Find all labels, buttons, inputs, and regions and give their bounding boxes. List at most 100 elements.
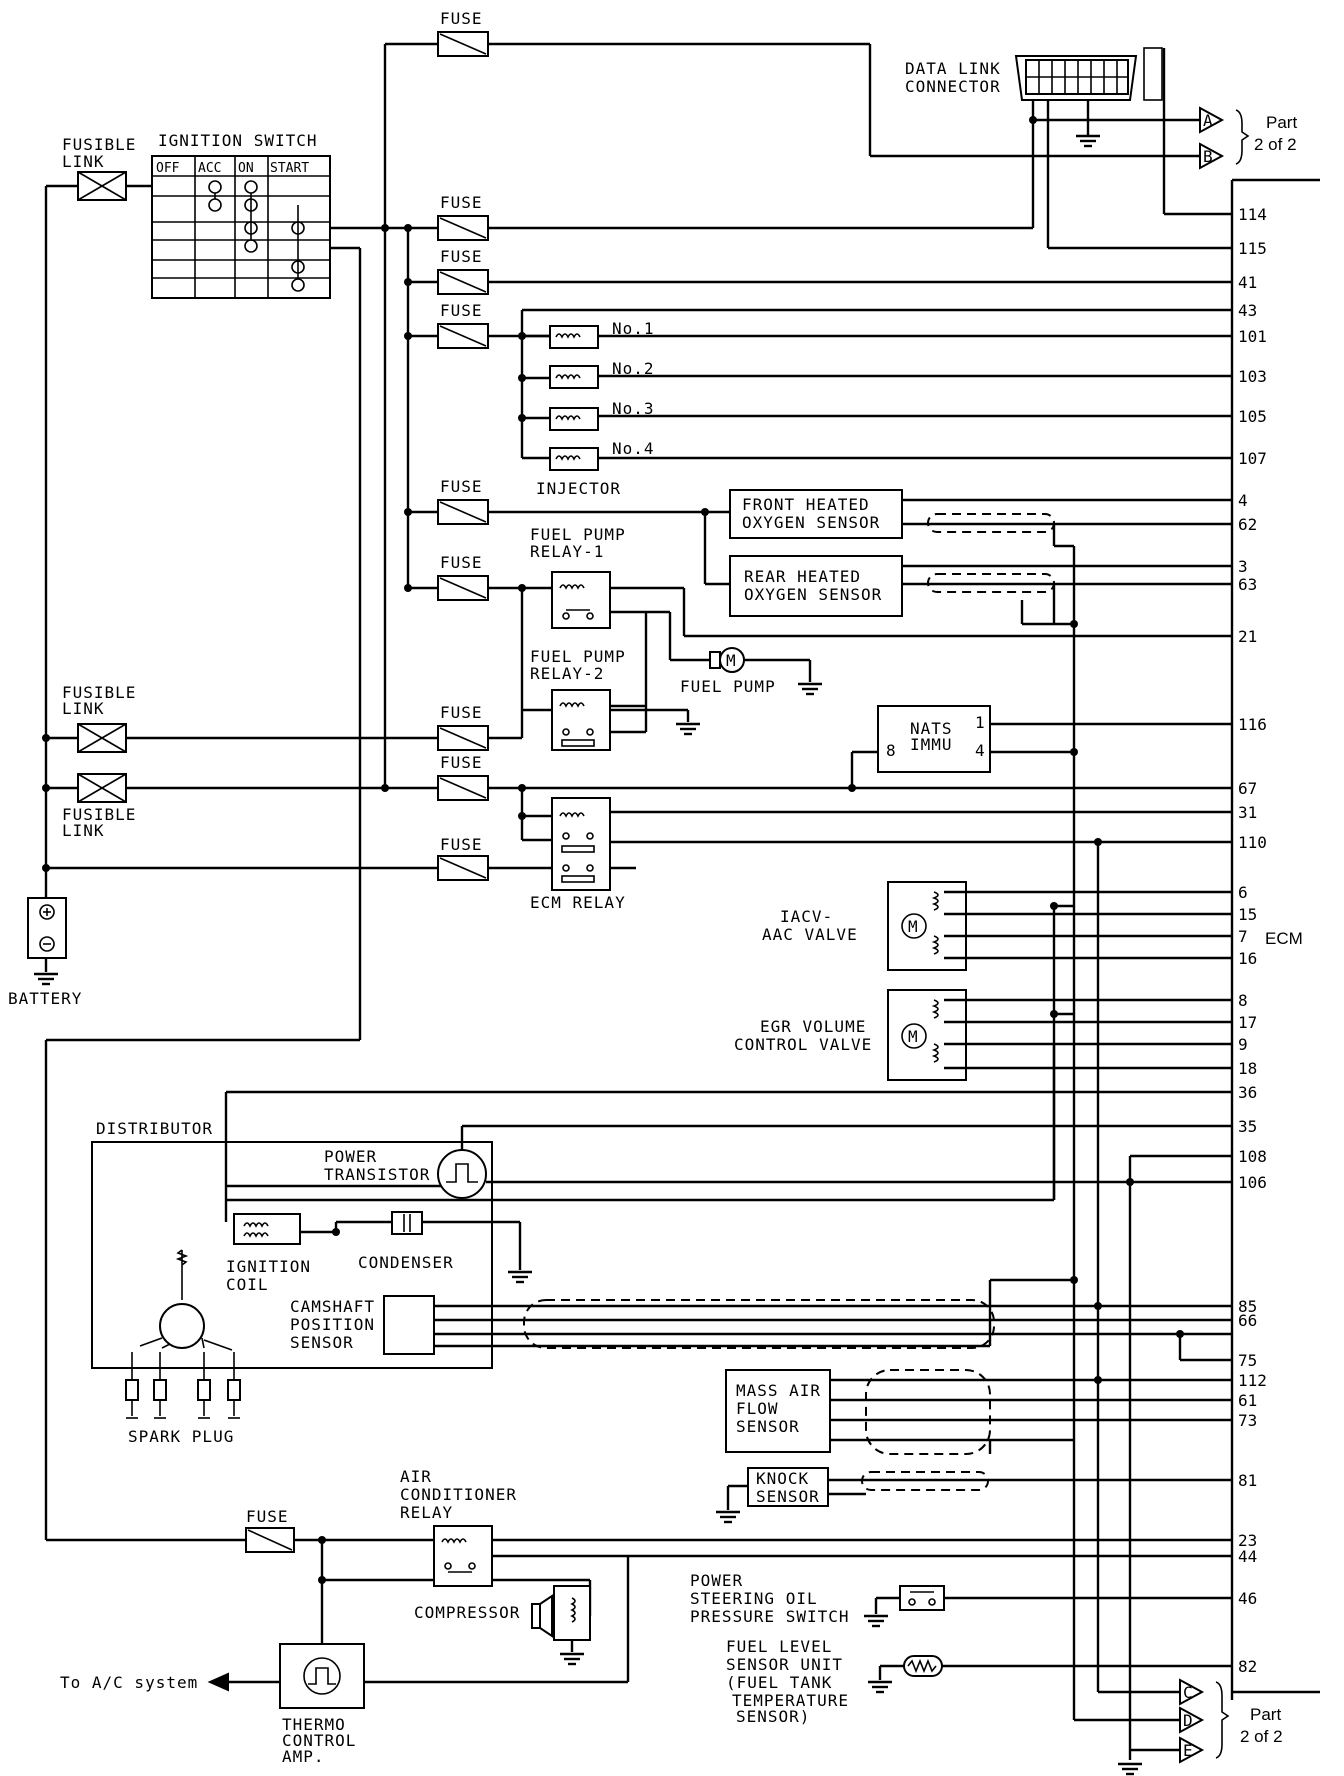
svg-text:POSITION: POSITION [290, 1315, 375, 1334]
connector-ref-c: C [1179, 1678, 1205, 1706]
svg-text:NATS: NATS [910, 719, 953, 738]
ecm-pin-108: 108 [1238, 1147, 1267, 1166]
ignition-coil [233, 1213, 301, 1245]
svg-text:A: A [1203, 111, 1213, 130]
condenser-label: CONDENSER [358, 1253, 454, 1272]
ecm-label: ECM [1265, 929, 1303, 948]
ground-icon [798, 682, 822, 696]
svg-text:TRANSISTOR: TRANSISTOR [324, 1165, 430, 1184]
ecm-pin-82: 82 [1238, 1657, 1257, 1676]
svg-text:AMP.: AMP. [282, 1747, 325, 1766]
ground-icon [676, 722, 700, 736]
fuel-level-label: FUEL LEVEL [726, 1637, 832, 1656]
svg-text:FUSE: FUSE [440, 753, 483, 772]
ecm-pin-23: 23 [1238, 1531, 1257, 1550]
svg-text:SENSOR UNIT: SENSOR UNIT [726, 1655, 843, 1674]
arrow-left-icon [207, 1672, 229, 1692]
power-transistor [437, 1149, 487, 1199]
svg-text:No.2: No.2 [612, 359, 655, 378]
svg-text:LINK: LINK [62, 821, 105, 840]
svg-text:FUSE: FUSE [440, 301, 483, 320]
svg-text:COIL: COIL [226, 1275, 269, 1294]
ignition-switch-table: OFF ACC ON START [151, 155, 331, 299]
svg-text:D: D [1183, 1711, 1193, 1730]
front-heated-oxygen-sensor: FRONT HEATED OXYGEN SENSOR [729, 489, 903, 539]
svg-text:RELAY-2: RELAY-2 [530, 664, 604, 683]
svg-text:B: B [1203, 147, 1213, 166]
ground-icon [716, 1510, 740, 1524]
svg-text:M: M [908, 917, 918, 936]
svg-text:FUSE: FUSE [440, 247, 483, 266]
battery [27, 897, 67, 959]
ecm-pin-7: 7 [1238, 927, 1248, 946]
svg-text:KNOCK: KNOCK [756, 1469, 809, 1488]
fuse-injectors: FUSE [437, 301, 489, 349]
svg-text:FUSE: FUSE [440, 477, 483, 496]
ignition-coil-label: IGNITION [226, 1257, 311, 1276]
fuse-pin41: FUSE [437, 247, 489, 295]
injector-label: INJECTOR [536, 479, 621, 498]
camshaft-position-sensor [383, 1295, 435, 1355]
ecm-pin-103: 103 [1238, 367, 1267, 386]
svg-text:OFF: OFF [156, 161, 180, 176]
ecm-pin-106: 106 [1238, 1173, 1267, 1192]
svg-text:ACC: ACC [198, 161, 221, 176]
svg-text:MASS AIR: MASS AIR [736, 1381, 821, 1400]
ecm-pin-85: 85 [1238, 1297, 1257, 1316]
ps-switch-label: POWER [690, 1571, 743, 1590]
ecm-pin-4: 4 [1238, 491, 1248, 510]
svg-text:E: E [1183, 1741, 1193, 1760]
svg-text:REAR HEATED: REAR HEATED [744, 567, 861, 586]
svg-text:OXYGEN SENSOR: OXYGEN SENSOR [742, 513, 880, 532]
thermo-label: THERMO [282, 1715, 346, 1734]
ecm-pin-116: 116 [1238, 715, 1267, 734]
svg-text:M: M [908, 1027, 918, 1046]
condenser [391, 1211, 423, 1235]
ground-icon [508, 1270, 532, 1284]
ground-icon [560, 1652, 584, 1666]
fuel-pump-relay-2 [551, 689, 611, 751]
connector-ref-d: D [1179, 1706, 1205, 1734]
camshaft-label: CAMSHAFT [290, 1297, 375, 1316]
fusible-link-low [77, 773, 127, 803]
svg-text:CONDITIONER: CONDITIONER [400, 1485, 517, 1504]
ecm-pin-43: 43 [1238, 301, 1257, 320]
svg-text:LINK: LINK [62, 152, 105, 171]
ecm-pin-110: 110 [1238, 833, 1267, 852]
fusible-link-label-low: FUSIBLE [62, 805, 136, 824]
fuse-ign-1: FUSE [437, 193, 489, 241]
svg-text:LINK: LINK [62, 699, 105, 718]
svg-text:SENSOR: SENSOR [736, 1417, 800, 1436]
svg-text:No.1: No.1 [612, 319, 655, 338]
ecm-pin-3: 3 [1238, 557, 1248, 576]
svg-text:FLOW: FLOW [736, 1399, 779, 1418]
svg-text:8: 8 [886, 741, 896, 760]
ecm-pin-105: 105 [1238, 407, 1267, 426]
ecm-pin-66: 66 [1238, 1311, 1257, 1330]
ignition-switch-label: IGNITION SWITCH [158, 131, 318, 150]
ecm-pin-list: 1141154143101103105107462363211166731110… [1238, 205, 1267, 1676]
knock-sensor: KNOCK SENSOR [747, 1467, 829, 1507]
ecm-pin-44: 44 [1238, 1547, 1257, 1566]
svg-text:START: START [270, 161, 309, 176]
fuse-fuel-pump: FUSE [437, 553, 489, 601]
dlc-label-2: CONNECTOR [905, 77, 1001, 96]
nats-immu: NATS IMMU 1 4 8 [877, 705, 991, 773]
fuel-pump-motor: M [709, 647, 745, 673]
svg-text:IMMU: IMMU [910, 735, 953, 754]
ecm-pin-36: 36 [1238, 1083, 1257, 1102]
compressor [531, 1585, 591, 1641]
ecm-pin-81: 81 [1238, 1471, 1257, 1490]
fpr1-label: FUEL PUMP [530, 525, 626, 544]
part-sub-bottom: 2 of 2 [1240, 1727, 1283, 1746]
to-ac-label: To A/C system [60, 1673, 198, 1692]
ecm-pin-9: 9 [1238, 1035, 1248, 1054]
ecm-pin-35: 35 [1238, 1117, 1257, 1136]
ecm-pin-63: 63 [1238, 575, 1257, 594]
battery-label: BATTERY [8, 989, 82, 1008]
svg-text:FUSE: FUSE [246, 1507, 289, 1526]
ecm-pin-18: 18 [1238, 1059, 1257, 1078]
ground-icon [864, 1614, 888, 1628]
spark-plug-rotor [139, 1249, 233, 1351]
